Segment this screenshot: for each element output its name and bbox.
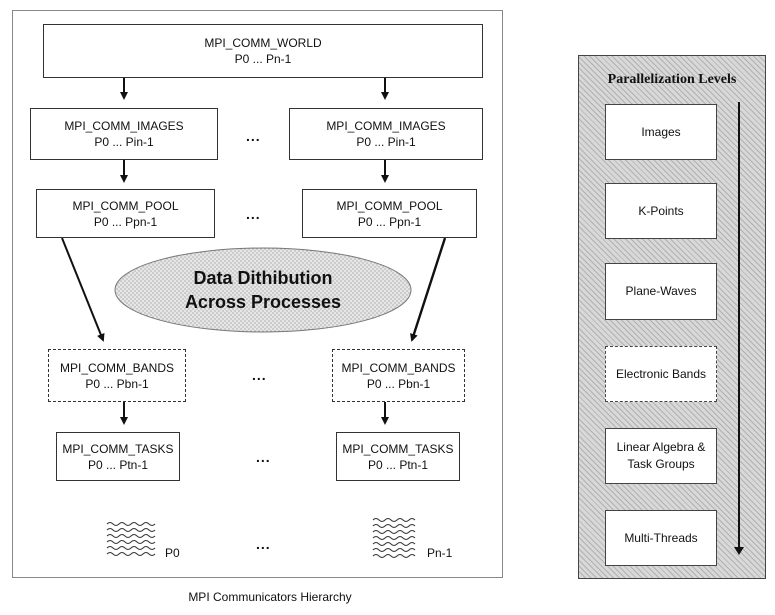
mpi-comm-pool-box-right: MPI_COMM_POOL P0 ... Ppn-1 bbox=[302, 189, 477, 238]
level-label-line1: Linear Algebra & bbox=[616, 440, 706, 454]
level-images: Images bbox=[605, 104, 717, 160]
level-k-points: K-Points bbox=[605, 183, 717, 239]
node-name: MPI_COMM_BANDS bbox=[59, 360, 175, 375]
mpi-comm-bands-box-left: MPI_COMM_BANDS P0 ... Pbn-1 bbox=[48, 349, 186, 402]
node-range: P0 ... Pin-1 bbox=[356, 135, 416, 149]
node-name: MPI_COMM_TASKS bbox=[62, 441, 174, 456]
node-name: MPI_COMM_IMAGES bbox=[326, 119, 446, 133]
mpi-comm-images-box-right: MPI_COMM_IMAGES P0 ... Pin-1 bbox=[289, 108, 483, 160]
distribution-line1: Data Dithibution bbox=[193, 268, 333, 288]
mpi-comm-images-box-left: MPI_COMM_IMAGES P0 ... Pin-1 bbox=[30, 108, 218, 160]
distribution-line2: Across Processes bbox=[184, 292, 342, 312]
data-distribution-ellipse bbox=[114, 247, 412, 333]
ellipsis: ... bbox=[256, 449, 271, 465]
level-label: K-Points bbox=[638, 203, 684, 218]
level-electronic-bands: Electronic Bands bbox=[605, 346, 717, 402]
process-label-first: P0 bbox=[165, 546, 180, 560]
mpi-comm-tasks-box-left: MPI_COMM_TASKS P0 ... Ptn-1 bbox=[56, 432, 180, 481]
arrow-pool-to-bands-left bbox=[61, 237, 105, 342]
node-name: MPI_COMM_IMAGES bbox=[64, 119, 184, 133]
mpi-comm-tasks-box-right: MPI_COMM_TASKS P0 ... Ptn-1 bbox=[336, 432, 460, 481]
threads-icon-right bbox=[372, 518, 416, 558]
mpi-comm-pool-box-left: MPI_COMM_POOL P0 ... Ppn-1 bbox=[36, 189, 215, 238]
level-plane-waves: Plane-Waves bbox=[605, 263, 717, 320]
node-name: MPI_COMM_WORLD bbox=[204, 36, 322, 50]
process-label-last: Pn-1 bbox=[427, 546, 453, 560]
mpi-comm-bands-box-right: MPI_COMM_BANDS P0 ... Pbn-1 bbox=[332, 349, 465, 402]
diagram-caption: MPI Communicators Hierarchy bbox=[188, 590, 352, 604]
node-range: P0 ... Ptn-1 bbox=[87, 457, 149, 472]
level-label: Images bbox=[641, 124, 681, 139]
node-range: P0 ... Pin-1 bbox=[94, 135, 154, 149]
level-label: Electronic Bands bbox=[615, 366, 707, 381]
node-range: P0 ... Ppn-1 bbox=[357, 214, 422, 229]
level-multi-threads: Multi-Threads bbox=[605, 510, 717, 566]
ellipsis: ... bbox=[246, 206, 261, 222]
ellipsis: ... bbox=[246, 128, 261, 144]
levels-title: Parallelization Levels bbox=[607, 72, 737, 87]
node-name: MPI_COMM_BANDS bbox=[341, 360, 456, 375]
level-label: Multi-Threads bbox=[624, 530, 698, 545]
level-label-line2: Task Groups bbox=[627, 457, 695, 471]
node-name: MPI_COMM_POOL bbox=[72, 198, 179, 213]
level-label: Plane-Waves bbox=[625, 284, 697, 298]
node-range: P0 ... Pbn-1 bbox=[366, 376, 431, 391]
node-range: P0 ... Ptn-1 bbox=[367, 457, 429, 472]
mpi-comm-world-box: MPI_COMM_WORLD P0 ... Pn-1 bbox=[43, 24, 483, 78]
arrow-pool-to-bands-right bbox=[410, 237, 447, 342]
data-distribution-label: Data Dithibution Across Processes bbox=[118, 266, 408, 314]
threads-icon-left bbox=[106, 522, 156, 556]
ellipsis: ... bbox=[252, 367, 267, 383]
node-range: P0 ... Pn-1 bbox=[234, 52, 292, 66]
node-range: P0 ... Ppn-1 bbox=[93, 214, 158, 229]
node-range: P0 ... Pbn-1 bbox=[85, 376, 149, 391]
level-linear-algebra: Linear Algebra & Task Groups bbox=[605, 428, 717, 484]
node-name: MPI_COMM_POOL bbox=[336, 198, 443, 213]
node-name: MPI_COMM_TASKS bbox=[342, 441, 454, 456]
ellipsis: ... bbox=[256, 536, 271, 552]
